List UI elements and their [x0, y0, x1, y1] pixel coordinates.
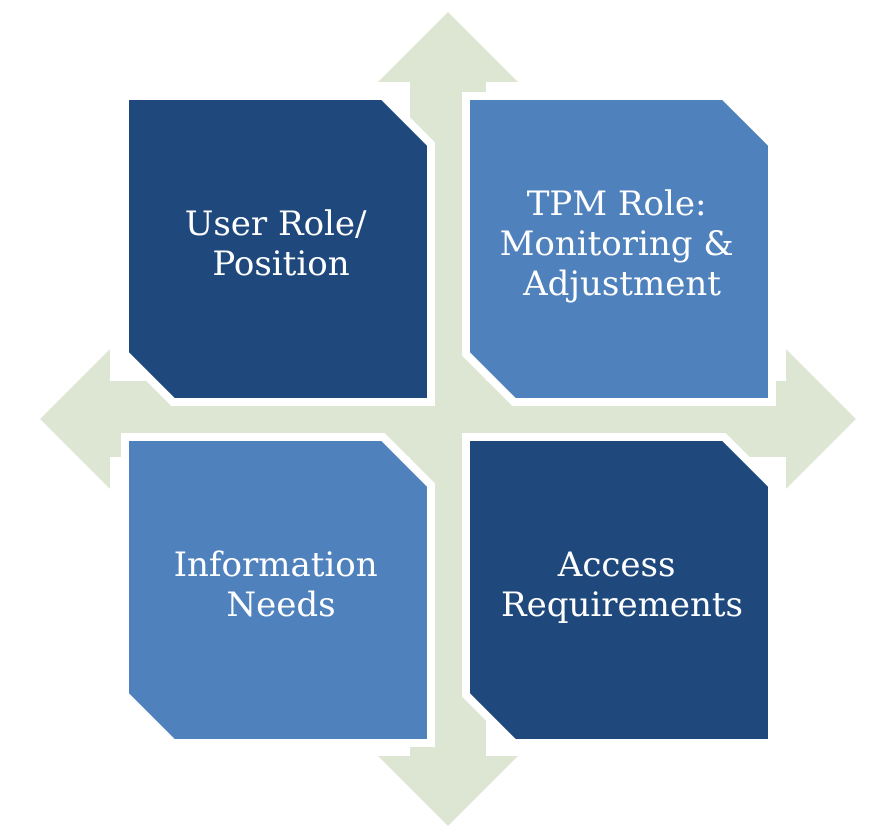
arrow-down [378, 756, 518, 826]
quadrant-box-top-left [121, 92, 435, 406]
quadrant-label-top-right: TPM Role: Monitoring & Adjustment [500, 184, 745, 304]
quadrant-label-bottom-left: Information Needs [174, 545, 389, 625]
arrow-up [378, 12, 518, 82]
label-line: Requirements [501, 585, 743, 625]
label-line: Access [557, 545, 676, 585]
label-line: User Role/ [185, 204, 367, 244]
quadrant-top-left: User Role/ Position [121, 92, 435, 406]
arrow-cross-body [110, 82, 786, 756]
label-line: TPM Role: [527, 184, 707, 224]
quadrant-top-right: TPM Role: Monitoring & Adjustment [462, 92, 776, 406]
quadrant-label-top-left: User Role/ Position [185, 204, 378, 284]
quadrant-bottom-left: Information Needs [121, 433, 435, 747]
label-line: Needs [226, 585, 335, 625]
quadrant-box-top-right [462, 92, 776, 406]
label-line: Adjustment [522, 264, 721, 304]
four-way-arrow [40, 12, 856, 826]
quadrant-label-bottom-right: Access Requirements [501, 545, 743, 625]
quadrant-bottom-right: Access Requirements [462, 433, 776, 747]
quadrant-box-bottom-left [121, 433, 435, 747]
label-line: Position [212, 244, 349, 284]
quadrant-box-bottom-right [462, 433, 776, 747]
label-line: Information [174, 545, 378, 585]
arrow-left [40, 349, 110, 489]
arrow-right [786, 349, 856, 489]
label-line: Monitoring & [500, 224, 734, 264]
